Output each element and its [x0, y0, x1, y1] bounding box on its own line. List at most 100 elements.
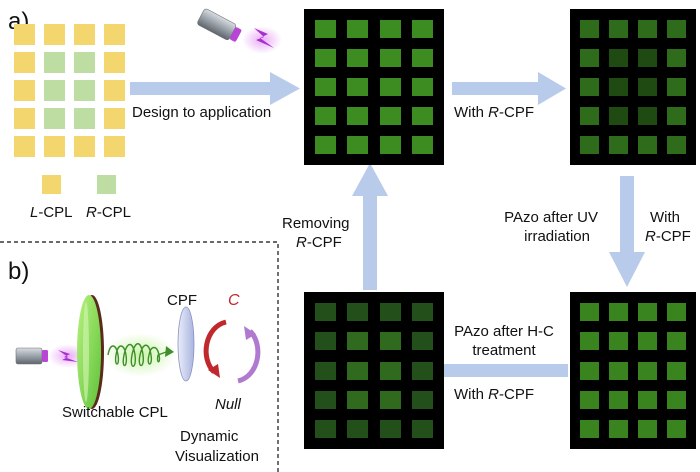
design-cell	[44, 108, 65, 129]
display-cell	[347, 361, 369, 380]
display-cell	[347, 303, 369, 322]
label-visualization: Visualization	[175, 448, 259, 465]
design-cell	[74, 80, 95, 101]
design-cell	[74, 108, 95, 129]
design-cell	[14, 52, 35, 73]
label-pazo-hc-1: PAzo after H-C	[454, 323, 554, 340]
design-cell	[14, 108, 35, 129]
display-cell	[315, 78, 337, 96]
display-cell	[638, 390, 657, 409]
panel-b-frame	[0, 241, 279, 472]
label-with-down-2: R-CPF	[645, 228, 691, 245]
display-grid-top-center	[304, 9, 444, 165]
display-cell	[667, 136, 686, 154]
label-null: Null	[215, 396, 241, 413]
display-cell	[638, 78, 657, 96]
display-grid-bottom-center	[304, 292, 444, 449]
display-cell	[580, 20, 599, 38]
display-cell	[609, 303, 628, 322]
display-grid-bottom-right	[570, 292, 696, 449]
display-cell	[379, 419, 401, 438]
display-grid-top-right	[570, 9, 696, 165]
small-uv-lamp-icon	[15, 347, 48, 365]
panel-b-label: b)	[8, 258, 30, 285]
display-cell	[609, 20, 628, 38]
design-cell	[14, 80, 35, 101]
label-design-to-application: Design to application	[132, 104, 272, 121]
label-pazo-hc-2: treatment	[472, 342, 536, 359]
display-cell	[638, 49, 657, 67]
display-cell	[315, 390, 337, 409]
display-cell	[379, 107, 401, 125]
design-cell	[14, 24, 35, 45]
design-cell	[74, 136, 95, 157]
uv-lamp-icon	[197, 8, 242, 42]
display-cell	[638, 136, 657, 154]
legend-label-l: L-CPL	[30, 204, 73, 221]
display-cell	[609, 49, 628, 67]
design-cell	[104, 24, 125, 45]
display-cell	[667, 361, 686, 380]
display-cell	[667, 390, 686, 409]
circular-light-spiral	[107, 343, 167, 367]
display-cell	[315, 136, 337, 154]
design-cell	[74, 24, 95, 45]
display-cell	[609, 136, 628, 154]
display-cell	[580, 390, 599, 409]
display-cell	[379, 390, 401, 409]
display-cell	[580, 49, 599, 67]
display-cell	[379, 303, 401, 322]
legend-label-r: R-CPL	[86, 204, 132, 221]
display-cell	[411, 303, 433, 322]
display-cell	[411, 136, 433, 154]
cpf-disc	[177, 306, 195, 382]
display-cell	[411, 20, 433, 38]
design-cell	[44, 80, 65, 101]
arrow-design-to-application	[130, 72, 300, 105]
display-cell	[667, 20, 686, 38]
display-cell	[411, 78, 433, 96]
display-cell	[580, 419, 599, 438]
design-cell	[14, 136, 35, 157]
display-cell	[411, 361, 433, 380]
display-cell	[347, 136, 369, 154]
legend-swatch-l	[42, 175, 61, 194]
design-cell	[104, 52, 125, 73]
legend-swatch-r	[97, 175, 116, 194]
display-cell	[315, 361, 337, 380]
display-cell	[347, 49, 369, 67]
display-cell	[667, 303, 686, 322]
label-with-r-cpf-left: With R-CPF	[454, 386, 535, 403]
display-cell	[315, 20, 337, 38]
display-cell	[638, 332, 657, 351]
display-cell	[667, 78, 686, 96]
display-cell	[667, 49, 686, 67]
display-cell	[609, 361, 628, 380]
design-cell	[104, 136, 125, 157]
display-cell	[347, 107, 369, 125]
display-cell	[638, 419, 657, 438]
label-removing-1: Removing	[282, 215, 350, 232]
display-cell	[638, 303, 657, 322]
display-cell	[379, 361, 401, 380]
arrow-up-removing	[352, 163, 388, 290]
display-cell	[315, 107, 337, 125]
display-cell	[609, 78, 628, 96]
display-cell	[411, 332, 433, 351]
display-cell	[379, 49, 401, 67]
display-cell	[411, 390, 433, 409]
label-with-down-1: With	[650, 209, 680, 226]
display-cell	[379, 20, 401, 38]
display-cell	[580, 361, 599, 380]
display-cell	[580, 332, 599, 351]
label-cpf: CPF	[167, 292, 197, 309]
arrow-with-r-cpf-right	[452, 72, 566, 105]
arrow-down-right-column	[609, 176, 645, 287]
design-cell	[44, 24, 65, 45]
display-cell	[638, 107, 657, 125]
design-cell	[44, 136, 65, 157]
display-cell	[580, 78, 599, 96]
display-cell	[580, 136, 599, 154]
